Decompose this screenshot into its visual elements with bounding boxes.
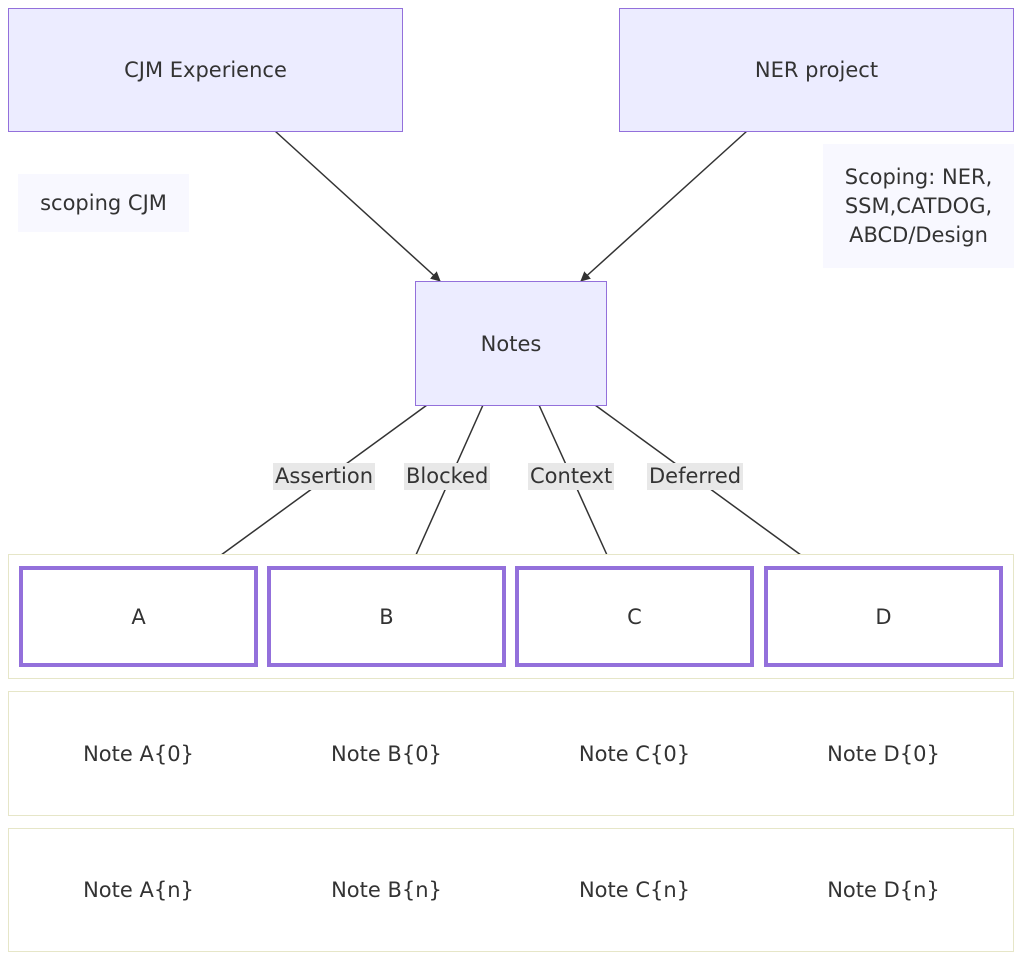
note-a-0[interactable]: Note A{0} (83, 741, 194, 766)
column-b-label: B (379, 604, 394, 629)
edge-cjm-to-notes (274, 130, 441, 282)
edge-label-assertion: Assertion (273, 463, 376, 490)
column-a[interactable]: A (19, 566, 258, 667)
column-a-label: A (131, 604, 146, 629)
node-cjm-experience[interactable]: CJM Experience (8, 8, 403, 132)
node-notes[interactable]: Notes (415, 281, 607, 406)
note-d-n[interactable]: Note D{n} (827, 878, 940, 902)
note-row-n (8, 828, 1014, 952)
column-c[interactable]: C (515, 566, 754, 667)
note-scoping-ner-line-2: SSM,CATDOG, (844, 193, 993, 218)
column-b[interactable]: B (267, 566, 506, 667)
node-cjm-experience-label: CJM Experience (124, 58, 287, 82)
edge-label-blocked: Blocked (404, 463, 491, 490)
note-row-0 (8, 691, 1014, 816)
node-ner-project[interactable]: NER project (619, 8, 1014, 132)
column-c-label: C (627, 604, 642, 629)
note-b-0[interactable]: Note B{0} (331, 741, 442, 766)
note-scoping-cjm: scoping CJM (18, 174, 189, 232)
edge-label-deferred: Deferred (647, 463, 744, 490)
note-c-0[interactable]: Note C{0} (578, 741, 691, 766)
note-scoping-ner: Scoping: NER, SSM,CATDOG, ABCD/Design (823, 144, 1014, 268)
note-c-n[interactable]: Note C{n} (578, 878, 691, 902)
column-d[interactable]: D (764, 566, 1003, 667)
column-d-label: D (875, 604, 892, 629)
note-scoping-cjm-text: scoping CJM (40, 190, 167, 215)
note-scoping-ner-line-3: ABCD/Design (849, 222, 988, 247)
note-b-n[interactable]: Note B{n} (331, 878, 442, 902)
node-notes-label: Notes (480, 331, 542, 356)
edge-ner-to-notes (580, 130, 748, 282)
note-a-n[interactable]: Note A{n} (83, 878, 194, 902)
edge-label-context: Context (528, 463, 615, 490)
note-d-0[interactable]: Note D{0} (827, 741, 940, 766)
node-ner-project-label: NER project (754, 58, 879, 82)
note-scoping-ner-line-1: Scoping: NER, (844, 164, 993, 189)
